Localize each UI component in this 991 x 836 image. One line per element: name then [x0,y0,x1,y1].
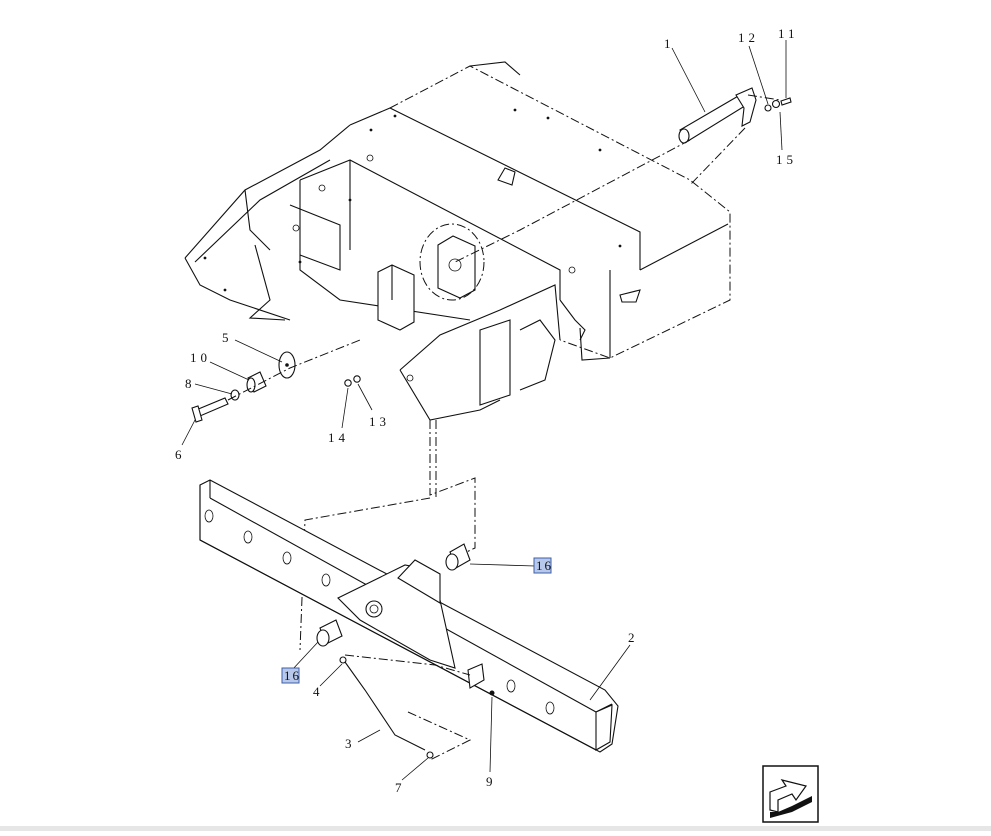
callout-13: 13 [369,414,390,429]
callout-16-right: 16 [536,558,553,573]
callout-labels: 1 12 11 15 5 10 8 6 14 13 2 4 3 7 9 16 1… [175,26,799,795]
callout-7: 7 [395,780,402,795]
callout-6: 6 [175,447,182,462]
callout-4: 4 [313,684,320,699]
next-page-arrow-icon[interactable] [762,765,819,823]
pivot-pin-assembly [454,87,792,263]
frame-assembly [184,61,731,421]
callout-15: 15 [776,152,797,167]
callout-16-highlight-left[interactable]: 16 [281,667,301,684]
callout-3: 3 [345,736,352,751]
callout-5: 5 [222,330,229,345]
callout-14: 14 [328,430,349,445]
callout-9: 9 [486,774,493,789]
callout-12: 12 [738,30,759,45]
callout-16-left: 16 [284,668,301,683]
callout-8: 8 [185,376,192,391]
callout-16-highlight-right[interactable]: 16 [533,557,553,574]
drawbar-tube [199,479,619,761]
leader-lines [181,40,787,781]
left-hardware-stack [191,339,361,423]
callout-10: 10 [190,350,211,365]
bottom-divider [0,826,991,831]
callout-2: 2 [628,630,635,645]
callout-1: 1 [664,36,671,51]
callout-11: 11 [778,26,799,41]
